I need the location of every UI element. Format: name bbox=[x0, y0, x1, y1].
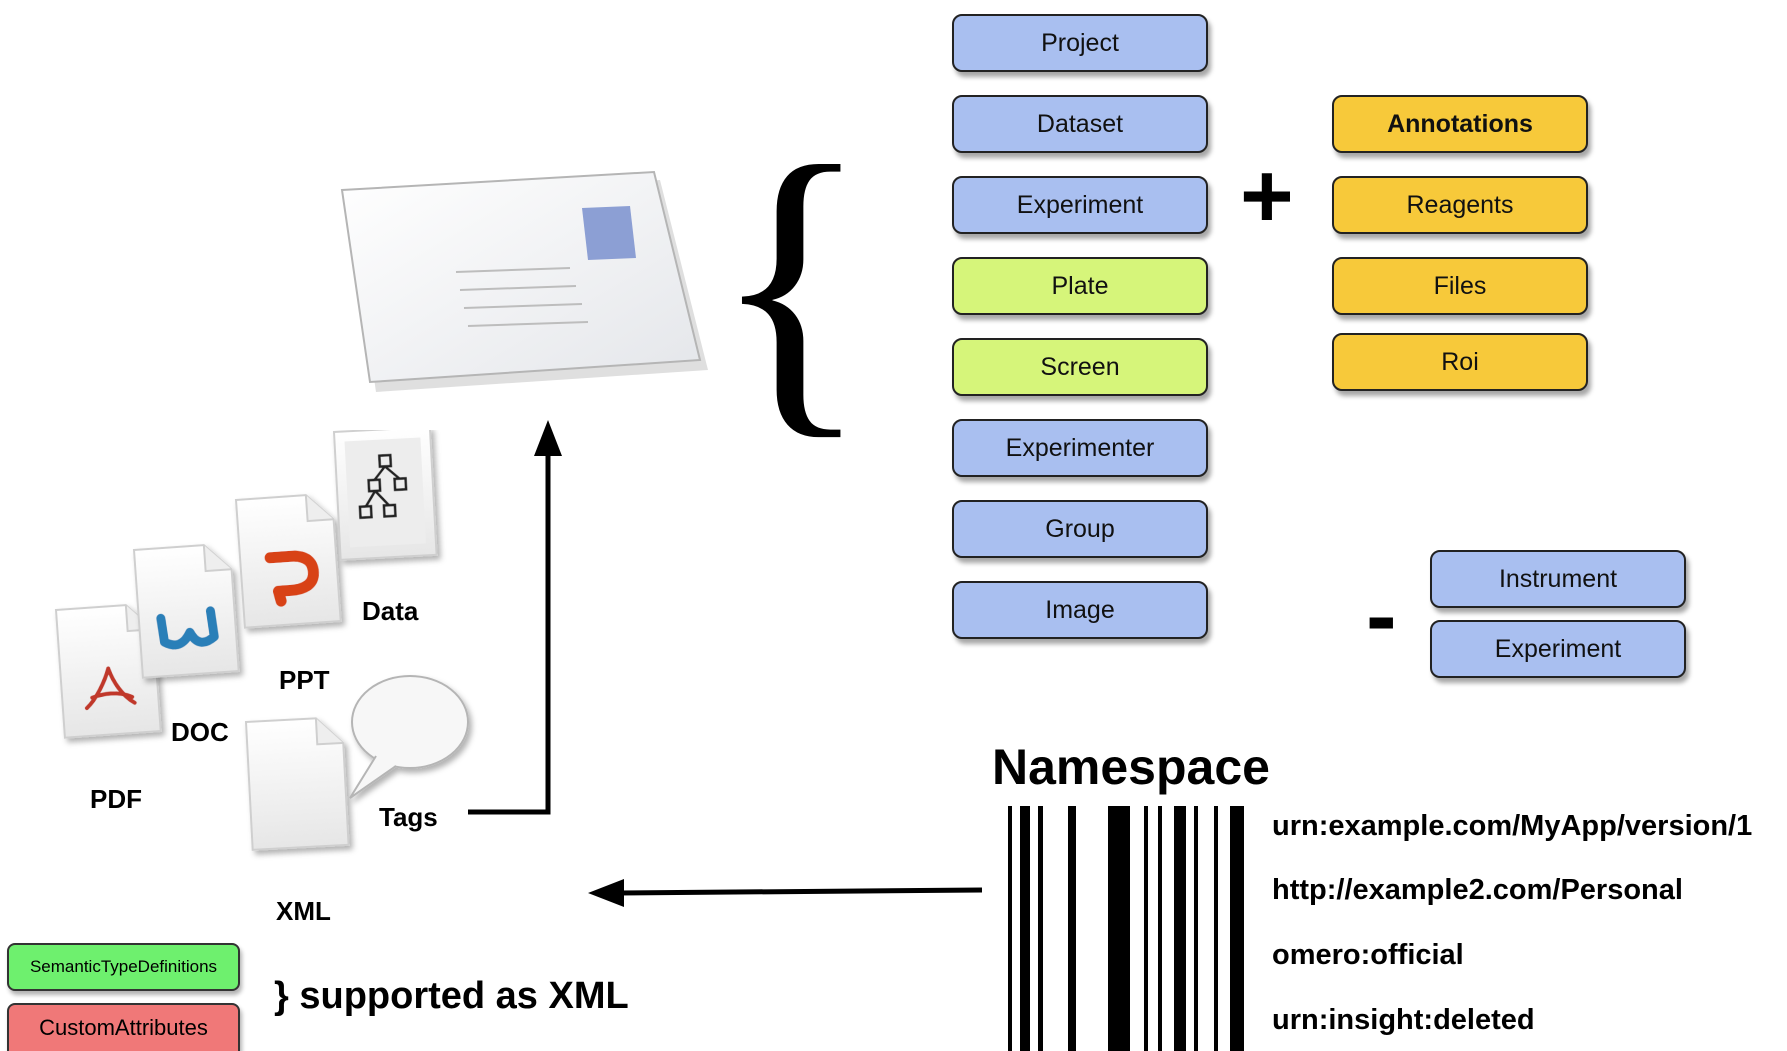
doc-icon bbox=[132, 544, 240, 679]
object-box-files[interactable]: Files bbox=[1332, 257, 1588, 315]
object-box-reagents[interactable]: Reagents bbox=[1332, 176, 1588, 234]
namespace-item: urn:insight:deleted bbox=[1272, 1004, 1535, 1036]
label-xml: XML bbox=[276, 896, 331, 926]
object-box-experiment[interactable]: Experiment bbox=[952, 176, 1208, 234]
barcode-icon bbox=[1008, 806, 1244, 1051]
namespace-title: Namespace bbox=[992, 739, 1270, 795]
brace-symbol: { bbox=[712, 100, 871, 465]
object-box-annotations[interactable]: Annotations bbox=[1332, 95, 1588, 153]
namespace-item: urn:example.com/MyApp/version/1 bbox=[1272, 810, 1753, 842]
object-box-dataset[interactable]: Dataset bbox=[952, 95, 1208, 153]
arrowhead-up bbox=[534, 420, 562, 456]
label-pdf: PDF bbox=[90, 784, 142, 814]
object-box-screen[interactable]: Screen bbox=[952, 338, 1208, 396]
object-box-project[interactable]: Project bbox=[952, 14, 1208, 72]
supported-as-xml-note: } supported as XML bbox=[274, 975, 629, 1017]
legacy-semantic-type-definitions[interactable]: SemanticTypeDefinitions bbox=[7, 943, 240, 991]
file-icons-cluster bbox=[54, 430, 469, 851]
label-doc: DOC bbox=[171, 717, 229, 747]
label-ppt: PPT bbox=[279, 665, 330, 695]
namespace-item: omero:official bbox=[1272, 939, 1464, 971]
object-box-plate[interactable]: Plate bbox=[952, 257, 1208, 315]
connector-namespace-to-files bbox=[617, 887, 983, 896]
object-box-experimenter[interactable]: Experimenter bbox=[952, 419, 1208, 477]
plus-operator: + bbox=[1240, 145, 1294, 247]
speech-bubble-icon bbox=[349, 675, 469, 799]
label-tags: Tags bbox=[379, 802, 438, 832]
connector-tags-to-envelope bbox=[468, 442, 551, 815]
object-box-group[interactable]: Group bbox=[952, 500, 1208, 558]
object-box-instrument[interactable]: Instrument bbox=[1430, 550, 1686, 608]
arrowhead-left bbox=[588, 879, 624, 907]
object-box-image[interactable]: Image bbox=[952, 581, 1208, 639]
envelope-icon bbox=[340, 170, 708, 392]
namespace-item: http://example2.com/Personal bbox=[1272, 874, 1683, 906]
object-box-roi[interactable]: Roi bbox=[1332, 333, 1588, 391]
data-tree-icon bbox=[332, 430, 438, 561]
legacy-custom-attributes[interactable]: CustomAttributes bbox=[7, 1003, 240, 1051]
minus-operator: - bbox=[1366, 565, 1397, 667]
label-data: Data bbox=[362, 596, 419, 626]
ppt-icon bbox=[234, 494, 342, 629]
xml-file-icon bbox=[244, 717, 350, 851]
object-box-experiment-removed[interactable]: Experiment bbox=[1430, 620, 1686, 678]
